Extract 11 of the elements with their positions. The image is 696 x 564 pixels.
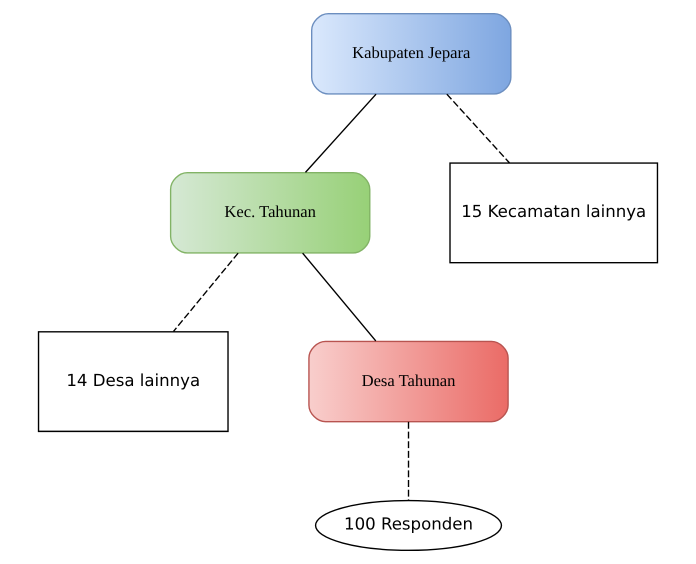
node-box: Kabupaten Jepara (311, 12, 512, 95)
connector (302, 252, 376, 342)
connector (172, 252, 239, 332)
node-box: Desa Tahunan (308, 340, 509, 422)
node-box: 15 Kecamatan lainnya (449, 162, 658, 264)
connector (408, 422, 410, 500)
node-box: Kec. Tahunan (170, 172, 370, 254)
connector (304, 94, 377, 173)
connector (446, 94, 510, 164)
node-box: 14 Desa lainnya (38, 331, 229, 432)
node-ellipse: 100 Responden (314, 500, 502, 552)
